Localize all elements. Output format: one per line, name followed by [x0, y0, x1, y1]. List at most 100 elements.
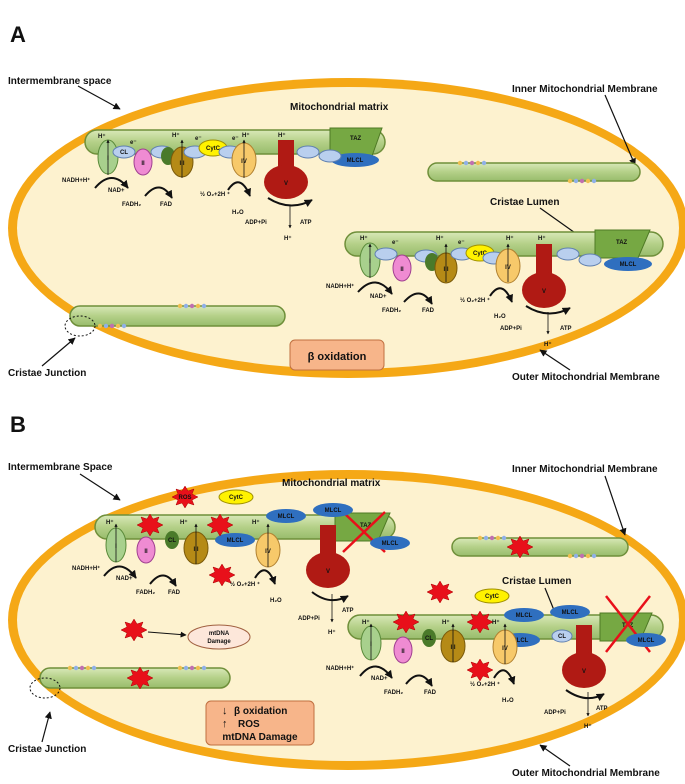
svg-text:ADP+Pi: ADP+Pi: [544, 710, 566, 716]
svg-text:½ O₂+2H ⁺: ½ O₂+2H ⁺: [230, 581, 260, 588]
svg-text:FADH₂: FADH₂: [122, 202, 141, 208]
svg-text:H⁺: H⁺: [360, 235, 368, 242]
svg-text:H⁺: H⁺: [106, 519, 114, 526]
svg-text:MLCL: MLCL: [562, 610, 579, 616]
panel-b: B Intermembrane Space Mitochondrial matr…: [8, 412, 685, 779]
svg-text:H₂O: H₂O: [502, 698, 514, 704]
intermembrane-space-label-a: Intermembrane space: [8, 76, 112, 87]
mlcl-a1: MLCL: [347, 158, 364, 164]
mtdna-damage-bubble: [187, 624, 251, 650]
svg-text:½ O₂+2H ⁺: ½ O₂+2H ⁺: [460, 297, 490, 304]
svg-text:H⁺: H⁺: [98, 133, 106, 140]
svg-text:ATP: ATP: [342, 608, 354, 614]
taz-a1: TAZ: [350, 136, 362, 142]
svg-text:H⁺: H⁺: [544, 341, 552, 348]
svg-text:FAD: FAD: [160, 202, 173, 208]
svg-text:ADP+Pi: ADP+Pi: [298, 616, 320, 622]
svg-text:MLCL: MLCL: [638, 638, 655, 644]
ros-burst-4: [506, 535, 534, 559]
svg-text:MLCL: MLCL: [278, 514, 295, 520]
cristae-lumen-label-a: Cristae Lumen: [490, 197, 559, 208]
svg-text:H⁺: H⁺: [180, 519, 188, 526]
ros-burst-5: [120, 618, 148, 642]
beta-oxidation-text-b: β oxidation: [234, 706, 287, 717]
svg-text:MLCL: MLCL: [325, 508, 342, 514]
svg-text:V: V: [542, 289, 546, 295]
crista-b-left: [29, 665, 231, 699]
complex-ii-a1: II: [141, 161, 145, 167]
svg-text:H₂O: H₂O: [494, 314, 506, 320]
beta-oxidation-text-a: β oxidation: [308, 351, 367, 363]
svg-text:II: II: [144, 549, 148, 555]
svg-text:CL: CL: [168, 538, 176, 544]
svg-text:II: II: [401, 649, 405, 655]
crista-a1: TAZ MLCL I CL II III CytC IV V: [62, 127, 386, 242]
panel-b-letter: B: [10, 412, 26, 437]
svg-text:MLCL: MLCL: [227, 538, 244, 544]
svg-text:↑: ↑: [222, 718, 228, 730]
svg-text:NAD+: NAD+: [371, 676, 388, 682]
svg-text:FADH₂: FADH₂: [382, 308, 401, 314]
svg-text:½ O₂+2H ⁺: ½ O₂+2H ⁺: [200, 191, 230, 198]
damage-text: Damage: [207, 639, 231, 645]
crista-a-small-right: [427, 160, 641, 184]
svg-text:↓: ↓: [222, 705, 228, 717]
complex-v-a1: V: [284, 181, 288, 187]
svg-text:CytC: CytC: [473, 251, 488, 257]
inner-membrane-label-b: Inner Mitochondrial Membrane: [512, 464, 658, 475]
svg-text:e⁻: e⁻: [458, 240, 465, 246]
ros-burst-7: [392, 610, 420, 634]
ros-burst-9: [466, 658, 494, 682]
svg-text:CL: CL: [425, 636, 433, 642]
svg-text:MLCL: MLCL: [512, 638, 529, 644]
panel-a-letter: A: [10, 22, 26, 47]
crista-a-left: [64, 303, 286, 337]
outer-membrane-label-b: Outer Mitochondrial Membrane: [512, 768, 660, 779]
ros-burst-6: [426, 580, 454, 604]
mtdna-damage-text-b: mtDNA Damage: [222, 732, 298, 743]
cristae-junction-label-b: Cristae Junction: [8, 744, 86, 755]
cristae-lumen-label-b: Cristae Lumen: [502, 576, 571, 587]
svg-text:MLCL: MLCL: [516, 613, 533, 619]
svg-text:H⁺: H⁺: [492, 619, 500, 626]
svg-text:H⁺: H⁺: [284, 235, 292, 242]
svg-text:CytC: CytC: [229, 495, 244, 501]
cristae-junction-label-a: Cristae Junction: [8, 368, 86, 379]
svg-text:MLCL: MLCL: [620, 262, 637, 268]
mtdna-text: mtDNA: [209, 631, 230, 637]
svg-text:H⁺: H⁺: [278, 132, 286, 139]
svg-text:e⁻: e⁻: [392, 240, 399, 246]
svg-text:TAZ: TAZ: [360, 523, 372, 529]
svg-text:½ O₂+2H ⁺: ½ O₂+2H ⁺: [470, 681, 500, 688]
intermembrane-space-label-b: Intermembrane Space: [8, 462, 113, 473]
cytc-free-b: [218, 489, 254, 505]
beta-oxidation-box-a: [289, 339, 385, 371]
svg-text:NAD+: NAD+: [108, 188, 125, 194]
svg-text:FADH₂: FADH₂: [384, 690, 403, 696]
matrix-label-a: Mitochondrial matrix: [290, 102, 389, 113]
svg-text:H⁺: H⁺: [252, 519, 260, 526]
svg-text:V: V: [582, 669, 586, 675]
cl-a1: CL: [120, 150, 128, 156]
svg-text:TAZ: TAZ: [616, 240, 628, 246]
svg-text:FAD: FAD: [422, 308, 435, 314]
svg-text:H₂O: H₂O: [232, 210, 244, 216]
svg-text:NAD+: NAD+: [370, 294, 387, 300]
svg-text:H⁺: H⁺: [442, 619, 450, 626]
crista-b2: CytC TAZ MLCL MLCL MLCL MLCL CL I II CL …: [326, 580, 666, 730]
svg-text:ADP+Pi: ADP+Pi: [245, 220, 267, 226]
svg-text:CL: CL: [558, 634, 566, 640]
svg-text:V: V: [326, 569, 330, 575]
svg-text:H⁺: H⁺: [538, 235, 546, 242]
svg-text:II: II: [400, 267, 404, 273]
ros-burst-1: [136, 513, 164, 537]
svg-text:NADH+H⁺: NADH+H⁺: [326, 665, 354, 672]
svg-text:H⁺: H⁺: [436, 235, 444, 242]
ros-burst-10: [126, 666, 154, 690]
svg-text:FAD: FAD: [168, 590, 181, 596]
svg-text:NADH+H⁺: NADH+H⁺: [62, 177, 90, 184]
crista-a2: TAZ MLCL I II III CytC IV V H⁺ H⁺ H: [326, 229, 664, 348]
ros-text-b: ROS: [238, 719, 260, 730]
ros-burst-2: [206, 513, 234, 537]
svg-text:H⁺: H⁺: [362, 619, 370, 626]
